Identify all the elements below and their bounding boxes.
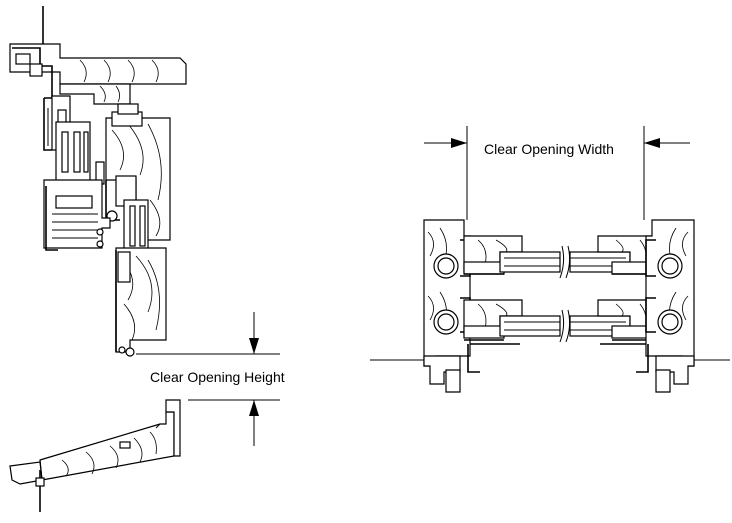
lower-sash-bottom-rail (115, 247, 167, 357)
break-lines (559, 245, 571, 343)
sill-frame (9, 399, 181, 512)
right-jamb (636, 219, 695, 393)
lower-sash-glazing (123, 199, 149, 251)
vertical-section-detail (9, 6, 187, 512)
left-jamb (423, 219, 480, 393)
check-rail (43, 179, 111, 251)
clear-opening-width-label: Clear Opening Width (484, 141, 614, 157)
head-frame (9, 43, 187, 105)
clear-opening-height-dimension: Clear Opening Height (136, 312, 285, 446)
glazing-left (499, 251, 561, 337)
left-sash-stiles (463, 235, 523, 345)
horizontal-section-detail (370, 219, 730, 393)
clear-opening-height-label: Clear Opening Height (150, 369, 285, 385)
meeting-rail (105, 103, 171, 241)
clear-opening-width-dimension: Clear Opening Width (424, 126, 690, 220)
